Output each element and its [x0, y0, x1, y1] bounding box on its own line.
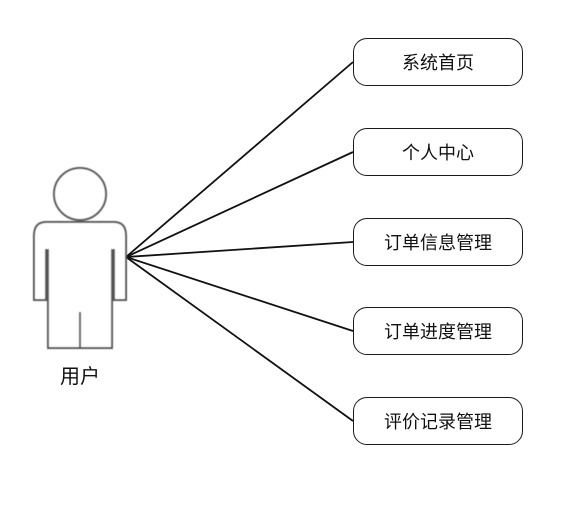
use-case-order-progress-management[interactable]: 订单进度管理: [353, 307, 523, 355]
association-line-3: [125, 256, 354, 332]
actor-label: 用户: [60, 364, 100, 388]
use-case-label: 系统首页: [402, 53, 474, 74]
user-actor-icon: [33, 167, 127, 349]
association-line-0: [125, 61, 354, 258]
association-line-1: [125, 151, 354, 258]
use-case-system-home[interactable]: 系统首页: [353, 38, 523, 86]
association-line-2: [125, 241, 354, 258]
actor-head: [53, 167, 107, 221]
use-case-order-info-management[interactable]: 订单信息管理: [353, 218, 523, 266]
use-case-review-record-management[interactable]: 评价记录管理: [353, 397, 523, 445]
actor-body: [33, 221, 127, 349]
association-lines: [125, 61, 354, 422]
use-case-label: 个人中心: [402, 143, 474, 164]
use-case-personal-center[interactable]: 个人中心: [353, 128, 523, 176]
use-case-label: 评价记录管理: [384, 412, 492, 433]
association-line-4: [125, 256, 354, 422]
use-case-label: 订单进度管理: [384, 322, 492, 343]
use-case-label: 订单信息管理: [384, 233, 492, 254]
